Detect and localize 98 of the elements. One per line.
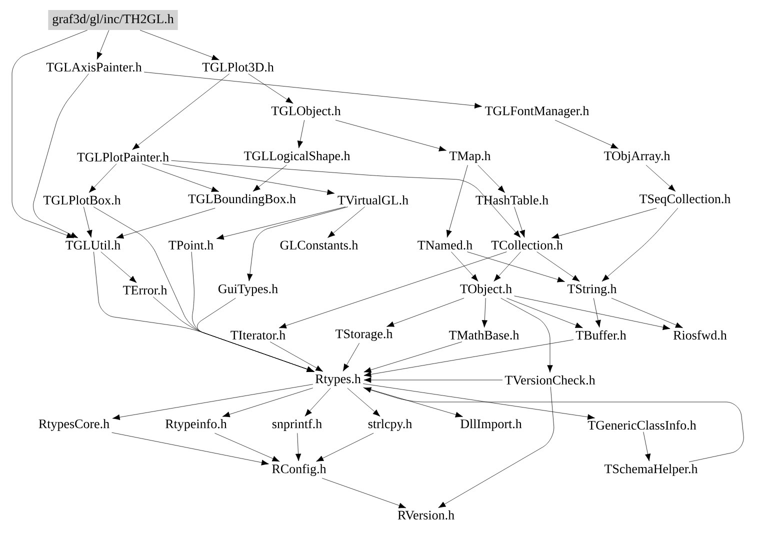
arrow <box>144 72 482 109</box>
arrow <box>12 30 88 238</box>
file-label: TVersionCheck.h <box>504 375 596 385</box>
arrow <box>362 384 595 420</box>
arrow <box>602 208 678 282</box>
file-label: TGLFontManager.h <box>485 106 590 118</box>
arrow <box>328 206 366 238</box>
arrow <box>116 208 216 239</box>
file-label: TGLPlotBox.h <box>43 195 121 205</box>
arrow <box>364 387 744 462</box>
arrow <box>83 206 92 238</box>
file-label: GLConstants.h <box>280 240 358 250</box>
arrow <box>386 298 464 327</box>
arrow <box>100 252 137 283</box>
file-label: TGLObject.h <box>271 106 341 118</box>
arrow <box>364 340 574 378</box>
arrow <box>132 74 230 150</box>
arrow <box>278 252 507 328</box>
file-label: TObjArray.h <box>604 151 670 163</box>
arrow <box>171 160 521 238</box>
file-label: TGLPlotPainter.h <box>77 152 169 162</box>
arrow <box>112 384 314 420</box>
arrow <box>446 164 468 238</box>
arrow <box>140 30 220 60</box>
file-label: TGLPlot3D.h <box>202 62 274 72</box>
arrow <box>248 74 294 104</box>
file-label: THashTable.h <box>476 195 548 205</box>
arrow <box>536 252 580 282</box>
file-label: TIterator.h <box>230 330 286 340</box>
arrow <box>322 478 406 508</box>
arrow <box>593 298 601 328</box>
arrow <box>347 388 380 417</box>
arrow <box>88 164 117 193</box>
arrow <box>335 120 446 152</box>
arrow <box>252 164 287 192</box>
file-label: TSeqCollection.h <box>640 194 731 206</box>
arrow <box>643 432 651 462</box>
arrow <box>142 164 219 192</box>
file-label: TObject.h <box>460 284 512 296</box>
arrow <box>96 30 110 60</box>
file-label: TGLBoundingBox.h <box>188 194 296 206</box>
arrow <box>500 298 553 373</box>
file-label: TStorage.h <box>336 329 393 341</box>
arrow <box>451 252 478 282</box>
file-label: strlcpy.h <box>368 419 412 431</box>
file-label: TVirtualGL.h <box>338 195 408 205</box>
file-label: TString.h <box>568 284 617 296</box>
file-label: Rtypes.h <box>315 374 361 386</box>
arrow <box>514 206 525 238</box>
arrow <box>297 120 305 148</box>
file-label: TMathBase.h <box>449 330 520 340</box>
file-label: TNamed.h <box>418 240 472 250</box>
file-label: TMap.h <box>449 151 491 163</box>
arrow <box>214 432 280 462</box>
arrow <box>364 342 462 373</box>
arrow <box>438 386 554 508</box>
arrow <box>611 298 683 328</box>
file-label: TCollection.h <box>491 240 563 250</box>
arrow <box>112 432 269 466</box>
file-label: Rtypeinfo.h <box>166 419 227 431</box>
file-label: TGLUtil.h <box>66 240 120 250</box>
arrow <box>494 252 521 282</box>
arrow <box>482 298 488 328</box>
arrow <box>362 387 463 418</box>
arrow <box>304 388 331 416</box>
arrow <box>216 206 346 240</box>
arrow <box>364 377 503 383</box>
file-label: GuiTypes.h <box>218 284 278 296</box>
file-label: TError.h <box>123 285 168 295</box>
file-label: RVersion.h <box>398 510 454 520</box>
file-label: TGLLogicalShape.h <box>244 151 350 163</box>
arrow <box>646 164 676 192</box>
arrow <box>554 120 618 149</box>
arrow <box>247 206 348 282</box>
arrow <box>506 298 583 328</box>
file-label: Riosfwd.h <box>673 330 727 340</box>
arrow <box>316 432 374 462</box>
file-label: DllImport.h <box>460 419 522 431</box>
file-label: TSchemaHelper.h <box>604 464 698 476</box>
arrow <box>551 208 657 239</box>
file-label: RConfig.h <box>272 464 326 476</box>
file-label: TGenericClassInfo.h <box>588 420 696 430</box>
arrow <box>33 74 89 238</box>
file-label: RtypesCore.h <box>38 419 110 431</box>
file-label: snprintf.h <box>272 419 322 431</box>
arrow <box>162 164 335 195</box>
arrow <box>222 388 314 418</box>
arrow <box>295 432 302 462</box>
arrow <box>197 298 314 372</box>
arrow <box>270 342 324 372</box>
file-label: TPoint.h <box>168 240 214 250</box>
arrow <box>478 164 505 193</box>
arrow <box>467 252 565 282</box>
root-file-box: graf3d/gl/inc/TH2GL.h <box>48 10 178 30</box>
arrow <box>514 296 670 330</box>
arrow <box>342 342 360 372</box>
file-label: TGLAxisPainter.h <box>46 62 142 72</box>
file-label: TBuffer.h <box>576 330 626 340</box>
